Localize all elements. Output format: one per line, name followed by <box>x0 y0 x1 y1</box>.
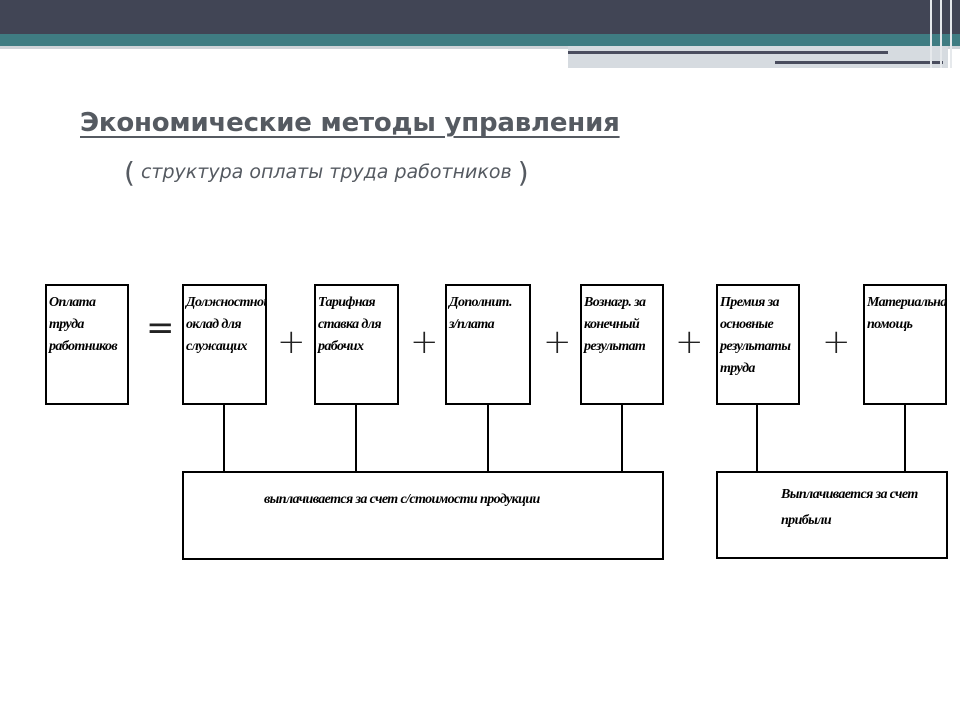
header-bar-teal <box>0 34 960 46</box>
header-accent-line <box>568 51 888 54</box>
slide-subtitle: ( структура оплаты труда работников ) <box>124 156 529 189</box>
funding-box-profit <box>716 471 948 559</box>
header-accent-panel <box>568 46 948 68</box>
header-stripe <box>930 0 932 68</box>
component-label: Тарифная ставка для рабочих <box>318 295 382 354</box>
component-box-tariff: Тарифная ставка для рабочих <box>314 284 399 405</box>
component-box-aid: Материальная помощь <box>863 284 947 405</box>
connector-line <box>355 405 357 472</box>
subtitle-open-paren: ( <box>124 156 135 189</box>
connector-line <box>223 405 225 472</box>
component-label: Вознагр. за конечный результат <box>584 295 646 354</box>
funding-label-cost: выплачивается за счет с/стоимости продук… <box>264 492 540 507</box>
component-label: Материальная помощь <box>867 295 947 332</box>
header-stripe <box>950 0 952 68</box>
connector-line <box>756 405 758 472</box>
subtitle-close-paren: ) <box>517 156 529 189</box>
plus-sign: + <box>277 322 306 362</box>
plus-sign: + <box>543 322 572 362</box>
component-box-reward: Вознагр. за конечный результат <box>580 284 664 405</box>
header-bar-dark <box>0 0 960 34</box>
subtitle-text: структура оплаты труда работников <box>134 161 512 183</box>
component-label: Дополнит. з/плата <box>449 295 513 332</box>
header-accent-line-short <box>775 61 943 64</box>
plus-sign: + <box>410 322 439 362</box>
header-stripe <box>940 0 942 68</box>
component-label: Должностной оклад для служащих <box>186 295 267 354</box>
total-pay-box: Оплата труда работников <box>45 284 129 405</box>
plus-sign: + <box>822 322 851 362</box>
slide-title: Экономические методы управления <box>80 108 620 138</box>
funding-label-profit: Выплачивается за счет прибыли <box>781 487 918 528</box>
equals-sign: = <box>146 308 175 348</box>
connector-line <box>904 405 906 472</box>
funding-box-cost <box>182 471 664 560</box>
connector-line <box>621 405 623 472</box>
component-box-bonus: Премия за основные результаты труда <box>716 284 800 405</box>
connector-line <box>487 405 489 472</box>
component-label: Премия за основные результаты труда <box>720 295 791 376</box>
total-pay-label: Оплата труда работников <box>49 295 118 354</box>
component-box-salary: Должностной оклад для служащих <box>182 284 267 405</box>
component-box-additional-pay: Дополнит. з/плата <box>445 284 531 405</box>
plus-sign: + <box>675 322 704 362</box>
header-bar-gray <box>0 46 960 49</box>
